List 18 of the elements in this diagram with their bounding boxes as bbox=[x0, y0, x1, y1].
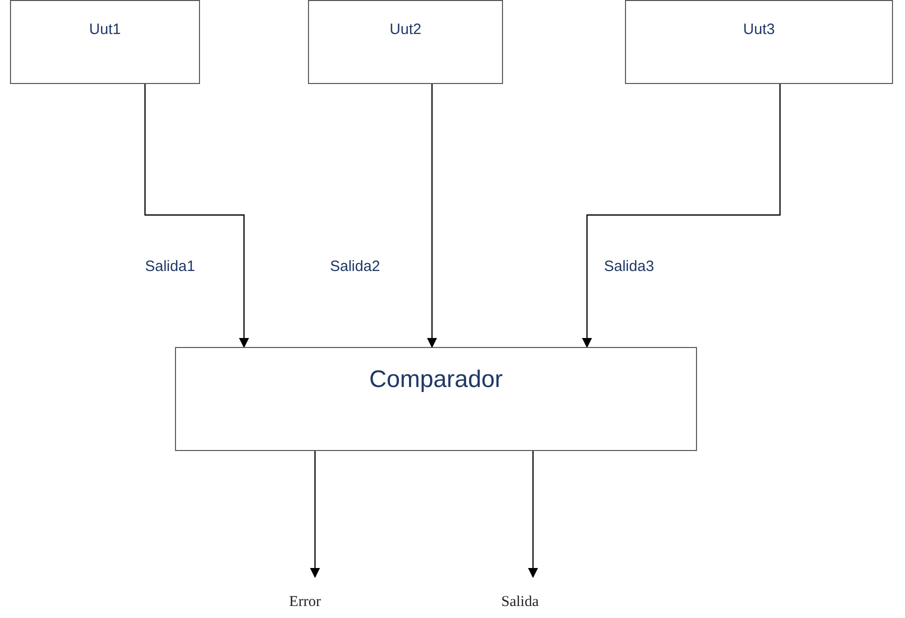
unit-box bbox=[10, 0, 200, 84]
arrow bbox=[310, 451, 320, 578]
arrow bbox=[582, 84, 781, 348]
edge-label: Salida2 bbox=[330, 258, 380, 275]
box-label: Uut1 bbox=[89, 21, 121, 40]
output-label: Error bbox=[289, 594, 321, 612]
box-label: Comparador bbox=[369, 366, 503, 395]
arrow bbox=[427, 84, 437, 348]
edge-label: Salida3 bbox=[604, 258, 654, 275]
box-label: Uut2 bbox=[390, 21, 422, 40]
box-label: Uut3 bbox=[743, 21, 775, 40]
arrow bbox=[528, 451, 538, 578]
unit-box bbox=[308, 0, 503, 84]
unit-box bbox=[625, 0, 893, 84]
output-label: Salida bbox=[501, 594, 539, 612]
comparator-box bbox=[175, 347, 697, 451]
arrow bbox=[144, 84, 249, 348]
edge-label: Salida1 bbox=[145, 258, 196, 275]
